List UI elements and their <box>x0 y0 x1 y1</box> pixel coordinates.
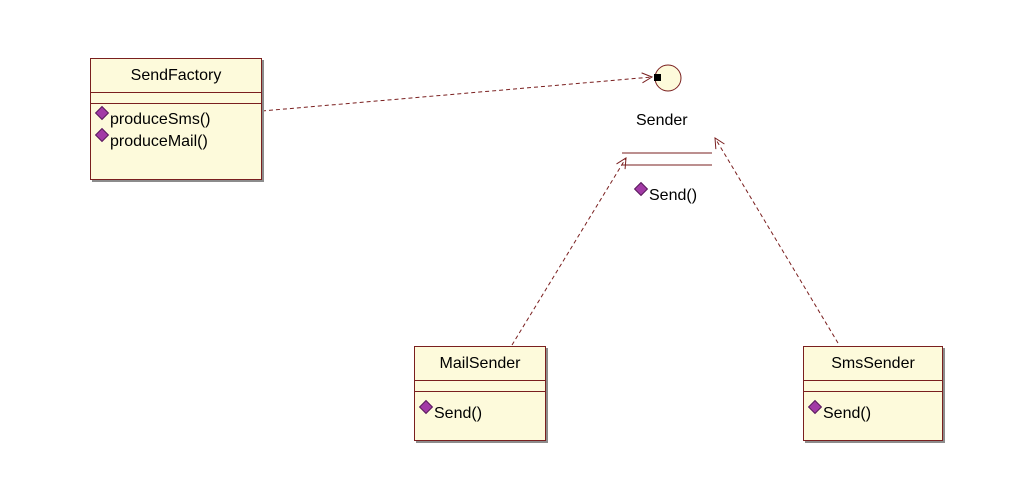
operation-marker-icon <box>807 399 823 415</box>
interface-operation: Send() <box>633 181 697 205</box>
interface-name: Sender <box>636 112 688 129</box>
realization-arrow-mailsender-sender <box>511 158 626 346</box>
attributes-compartment <box>415 381 545 392</box>
class-name: MailSender <box>415 347 545 381</box>
class-name: SmsSender <box>804 347 942 381</box>
operations-compartment: Send() <box>804 392 942 424</box>
class-mailsender[interactable]: MailSender Send() <box>414 346 546 441</box>
operation-item: produceSms() <box>94 105 261 130</box>
attributes-compartment <box>91 93 261 104</box>
realization-arrow-smssender-sender <box>715 138 839 344</box>
operation-item: Send() <box>418 399 545 424</box>
operation-marker-icon <box>94 127 110 143</box>
operation-marker-icon <box>633 181 649 197</box>
operation-item: Send() <box>807 399 942 424</box>
operation-marker-icon <box>418 399 434 415</box>
attributes-compartment <box>804 381 942 392</box>
class-name: SendFactory <box>91 59 261 93</box>
class-sendfactory[interactable]: SendFactory produceSms() produceMail() <box>90 58 262 180</box>
interface-port <box>654 74 661 81</box>
operations-compartment: produceSms() produceMail() <box>91 104 261 152</box>
operations-compartment: Send() <box>415 392 545 424</box>
dependency-arrow-sendfactory-sender <box>261 77 652 112</box>
class-smssender[interactable]: SmsSender Send() <box>803 346 943 441</box>
operation-marker-icon <box>94 105 110 121</box>
operation-item: produceMail() <box>94 127 261 152</box>
